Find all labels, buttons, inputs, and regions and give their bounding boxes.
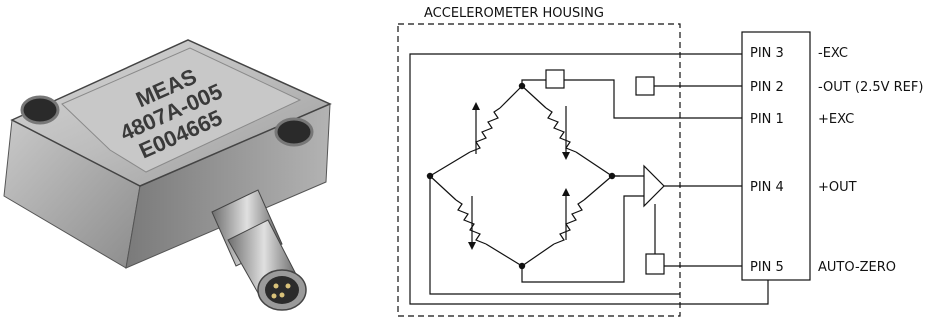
pin-4-label: PIN 4 — [750, 180, 784, 195]
pin-1-label: PIN 1 — [750, 112, 784, 127]
pin-3-label: PIN 3 — [750, 46, 784, 61]
connector — [211, 189, 307, 311]
pin-5-label: PIN 5 — [750, 260, 784, 275]
housing-label: ACCELEROMETER HOUSING — [424, 6, 604, 21]
pin-2-signal: -OUT (2.5V REF) — [818, 80, 923, 95]
housing-outline — [397, 23, 681, 317]
pin-5-signal: AUTO-ZERO — [818, 260, 896, 275]
pin-2-label: PIN 2 — [750, 80, 784, 95]
pin-3-signal: -EXC — [818, 46, 848, 61]
pin-4-signal: +OUT — [818, 180, 857, 195]
mounting-hole-right — [274, 117, 314, 147]
mounting-hole-left — [20, 95, 60, 125]
wiring-diagram: ACCELEROMETER HOUSING PIN 3 -EXC PIN 2 -… — [397, 6, 923, 317]
accelerometer-photo: MEAS 4807A-005 E004665 — [3, 39, 332, 311]
connector-block — [741, 31, 811, 281]
pin-1-signal: +EXC — [818, 112, 854, 127]
